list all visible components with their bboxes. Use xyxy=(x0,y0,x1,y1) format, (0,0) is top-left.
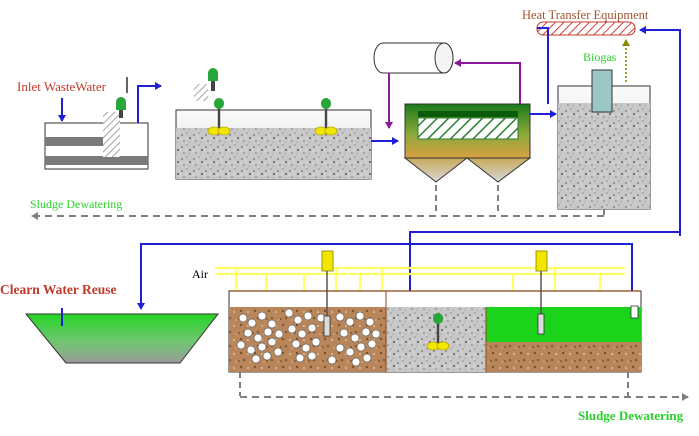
return-flow-arrow xyxy=(137,243,633,310)
gas-holder xyxy=(373,42,454,74)
anaerobic-settler xyxy=(403,103,532,183)
digester-tank xyxy=(557,69,651,210)
heat-transfer-equipment xyxy=(536,21,636,36)
screen-to-tank-arrow xyxy=(137,82,162,123)
do-sensor-2 xyxy=(535,250,548,335)
digester-to-heat-arrow xyxy=(537,27,549,104)
sludge-dewatering-top-label: Sludge Dewatering xyxy=(30,197,122,211)
do-sensor-1 xyxy=(321,250,334,337)
sludge-dewatering-bottom-label: Sludge Dewatering xyxy=(578,408,684,423)
heat-loop-arrow xyxy=(639,26,681,236)
equalization-tank xyxy=(175,97,372,180)
sludge-line-bottom xyxy=(239,372,689,401)
air-label: Air xyxy=(192,267,208,281)
heat-transfer-label: Heat Transfer Equipment xyxy=(522,8,649,22)
screen-chamber xyxy=(44,97,149,170)
carrier-media xyxy=(236,308,381,367)
pump-lift-icon xyxy=(194,68,218,101)
outlet-weir xyxy=(630,305,639,319)
inlet-wastewater-label: Inlet WasteWater xyxy=(17,79,107,94)
biogas-label: Biogas xyxy=(583,50,617,64)
sludge-line-top xyxy=(31,185,605,220)
gas-pipe-to-holder xyxy=(454,59,521,104)
reuse-pond xyxy=(24,313,220,364)
digester-outlet-arrow xyxy=(406,231,680,306)
clean-water-reuse-label: Clearn Water Reuse xyxy=(0,282,116,297)
